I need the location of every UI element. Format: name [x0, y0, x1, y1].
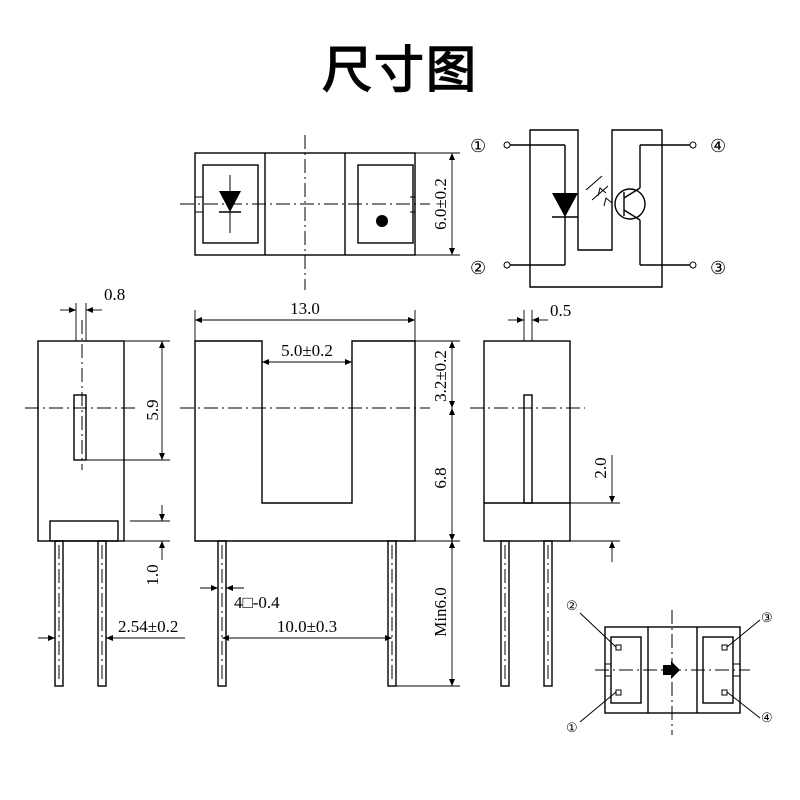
- left-body: [37, 340, 125, 542]
- dim-pin-width-right: 0.5: [550, 301, 571, 320]
- dot-marker-icon: [376, 215, 388, 227]
- pad-pin-4-label: ④: [761, 710, 773, 725]
- dim-side-lower: 2.0: [591, 457, 610, 478]
- pin-2-label: ②: [470, 258, 486, 279]
- dim-body-width: 13.0: [290, 299, 320, 318]
- front-view: 13.0 5.0±0.2 3.2±0.2 6.8 Min6.0 4□-0.4 1…: [180, 299, 460, 687]
- pin-4-label: ④: [710, 136, 726, 157]
- top-view: 6.0±0.2: [180, 135, 460, 290]
- pin-3-label: ③: [710, 258, 726, 279]
- pin-1-label: ①: [470, 136, 486, 157]
- direction-arrow-icon: [663, 661, 680, 679]
- right-slot: [523, 394, 533, 504]
- left-slot: [73, 394, 87, 461]
- dim-slot-width: 5.0±0.2: [281, 341, 333, 360]
- right-side-view: 0.5 2.0: [470, 301, 620, 687]
- front-body: [194, 340, 416, 542]
- dim-pin-spec: 4□-0.4: [234, 593, 280, 612]
- led-icon: [552, 193, 578, 217]
- pad-pin-1-label: ①: [566, 720, 578, 735]
- dim-top-height: 6.0±0.2: [431, 178, 450, 230]
- dim-base-height: 1.0: [143, 564, 162, 585]
- schematic-housing: [529, 129, 663, 288]
- dim-side-height: 5.9: [143, 399, 162, 420]
- pad-pin-3-label: ③: [761, 610, 773, 625]
- pad-pin-2-label: ②: [566, 598, 578, 613]
- dim-pin-pitch-side: 2.54±0.2: [118, 617, 178, 636]
- schematic: ① ② ④ ③: [470, 129, 726, 288]
- dim-pin-width: 0.8: [104, 285, 125, 304]
- phototransistor-icon: [614, 188, 646, 220]
- dim-body-lower: 6.8: [431, 467, 450, 488]
- right-body: [483, 340, 571, 542]
- dim-pin-length: Min6.0: [431, 587, 450, 637]
- left-side-view: 0.8 5.9 1.0 2.54±0.2: [25, 285, 185, 687]
- dim-pin-pitch: 10.0±0.3: [277, 617, 337, 636]
- page-title: 尺寸图: [322, 41, 478, 99]
- bottom-pad-view: ② ① ③ ④: [566, 598, 773, 735]
- dim-slot-top: 3.2±0.2: [431, 350, 450, 402]
